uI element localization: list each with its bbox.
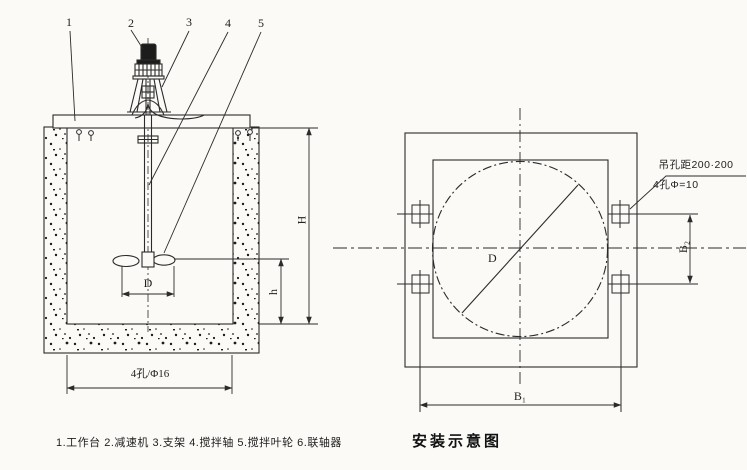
- motor: [140, 43, 157, 62]
- dim-label-H: H: [294, 215, 309, 225]
- callout-1: 1: [66, 15, 72, 29]
- callout-3: 3: [186, 15, 192, 29]
- mixing-shaft: [137, 115, 159, 256]
- gear-reducer: [134, 63, 163, 77]
- plan-view-drawing: [333, 108, 746, 412]
- dim-label-D-plan: D: [488, 251, 497, 265]
- drawing-title: 安装示意图: [412, 433, 503, 450]
- callout-2: 2: [128, 16, 134, 30]
- dim-label-B2: B₂: [676, 240, 691, 254]
- diameter-line: [461, 184, 579, 314]
- impeller: [112, 251, 176, 268]
- tank-circle: [431, 160, 609, 338]
- dim-tank-width: [66, 355, 233, 394]
- lifting-lugs: [397, 200, 698, 412]
- callout-4: 4: [225, 16, 231, 30]
- dim-label-h: h: [266, 289, 280, 295]
- reducer-base-flange: [132, 75, 165, 80]
- stuffing-box: [131, 99, 205, 120]
- plan-outer-frame: [404, 132, 638, 368]
- anchor-bolts: [76, 129, 253, 141]
- annotation-leader: [629, 175, 746, 210]
- support-stand: [127, 78, 171, 115]
- lug-annotation-line2: 4孔Φ=10: [653, 179, 699, 191]
- callout-leaders: [69, 29, 262, 254]
- dim-impeller-diameter: [121, 266, 175, 297]
- concrete-walls: [44, 127, 259, 353]
- dim-label-D-side: D: [143, 276, 153, 290]
- side-view-drawing: [43, 29, 318, 394]
- callout-5: 5: [258, 16, 264, 30]
- dim-label-tank-width: 4孔/Φ16: [130, 368, 170, 380]
- dim-label-B1: B₁: [513, 389, 527, 403]
- dim-tank-height: [251, 127, 318, 325]
- motor-flange: [136, 59, 161, 65]
- lug-annotation-line1: 吊孔距200·200: [658, 159, 734, 171]
- parts-legend: 1.工作台 2.减速机 3.支架 4.搅拌轴 5.搅拌叶轮 6.联轴器: [56, 437, 342, 449]
